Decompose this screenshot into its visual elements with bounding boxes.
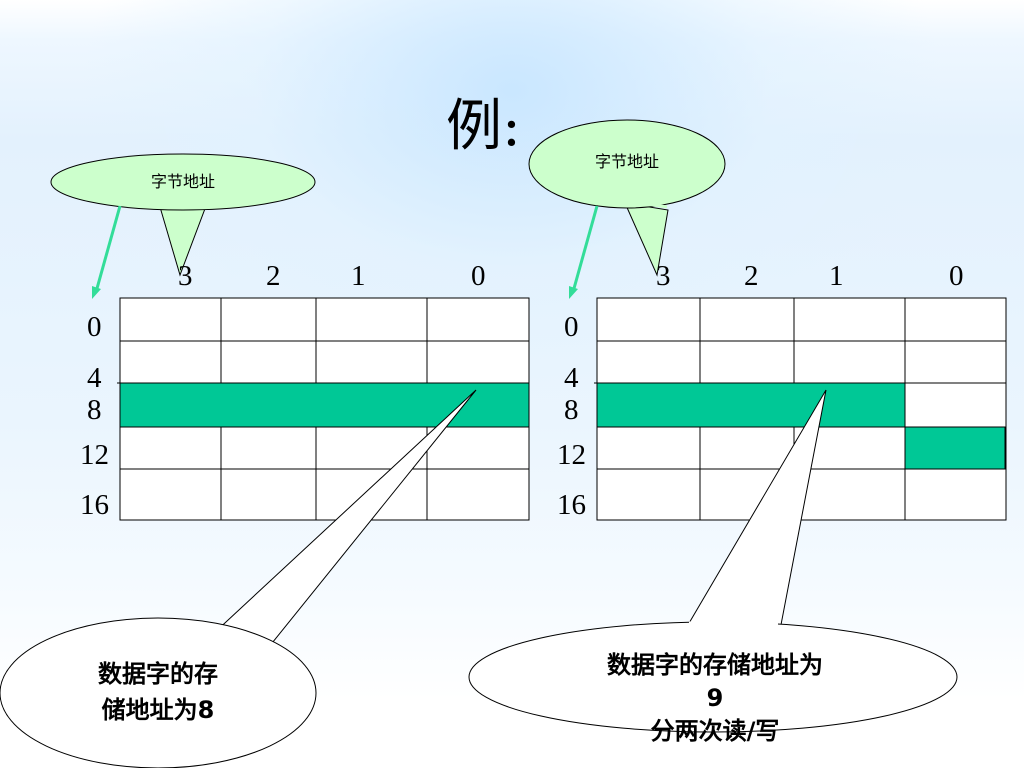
left-arrow-line <box>94 205 122 293</box>
left-row-label-16: 16 <box>80 489 109 521</box>
left-byte-address-label: 字节地址 <box>150 172 215 191</box>
left-col-label-3: 3 <box>178 260 193 292</box>
right-byte-address-callout <box>528 119 726 277</box>
left-data-word-line-1: 数据字的存 <box>98 660 218 688</box>
left-highlighted-word <box>119 382 530 428</box>
left-row-label-4: 4 <box>87 362 102 394</box>
right-data-word-line-3: 分两次读/写 <box>650 717 780 745</box>
right-col-label-3: 3 <box>656 260 671 292</box>
right-row-label-16: 16 <box>557 489 586 521</box>
left-row-label-8: 8 <box>87 394 102 426</box>
left-row-label-12: 12 <box>80 439 109 471</box>
left-col-label-2: 2 <box>266 260 281 292</box>
right-arrow-head <box>569 286 578 299</box>
right-col-label-2: 2 <box>744 260 759 292</box>
right-col-label-1: 1 <box>829 260 844 292</box>
right-data-word-line-1: 数据字的存储地址为 <box>607 651 823 679</box>
left-col-label-0: 0 <box>471 260 486 292</box>
right-row-label-8: 8 <box>564 394 579 426</box>
right-row-label-4: 4 <box>564 362 579 394</box>
right-byte-address-label: 字节地址 <box>594 152 659 171</box>
slide-title: 例: <box>446 94 521 159</box>
right-data-word-callout <box>468 389 958 733</box>
left-data-word-callout <box>0 389 477 768</box>
right-data-word-label: 数据字的存储地址为 9 分两次读/写 <box>520 646 910 750</box>
left-byte-address-callout <box>50 153 316 277</box>
right-highlighted-bytes-a <box>596 382 906 428</box>
left-arrow-head <box>92 286 101 299</box>
right-row-label-12: 12 <box>557 439 586 471</box>
left-data-word-label: 数据字的存 储地址为8 <box>40 656 276 728</box>
right-arrow-line <box>571 205 599 293</box>
left-col-label-1: 1 <box>351 260 366 292</box>
right-row-label-0: 0 <box>564 311 579 343</box>
left-data-word-line-2: 储地址为8 <box>101 696 215 724</box>
right-col-label-0: 0 <box>949 260 964 292</box>
left-row-label-0: 0 <box>87 311 102 343</box>
right-data-word-line-2: 9 <box>706 684 724 712</box>
right-highlighted-bytes-b <box>904 426 1006 470</box>
left-memory-grid <box>117 297 530 521</box>
